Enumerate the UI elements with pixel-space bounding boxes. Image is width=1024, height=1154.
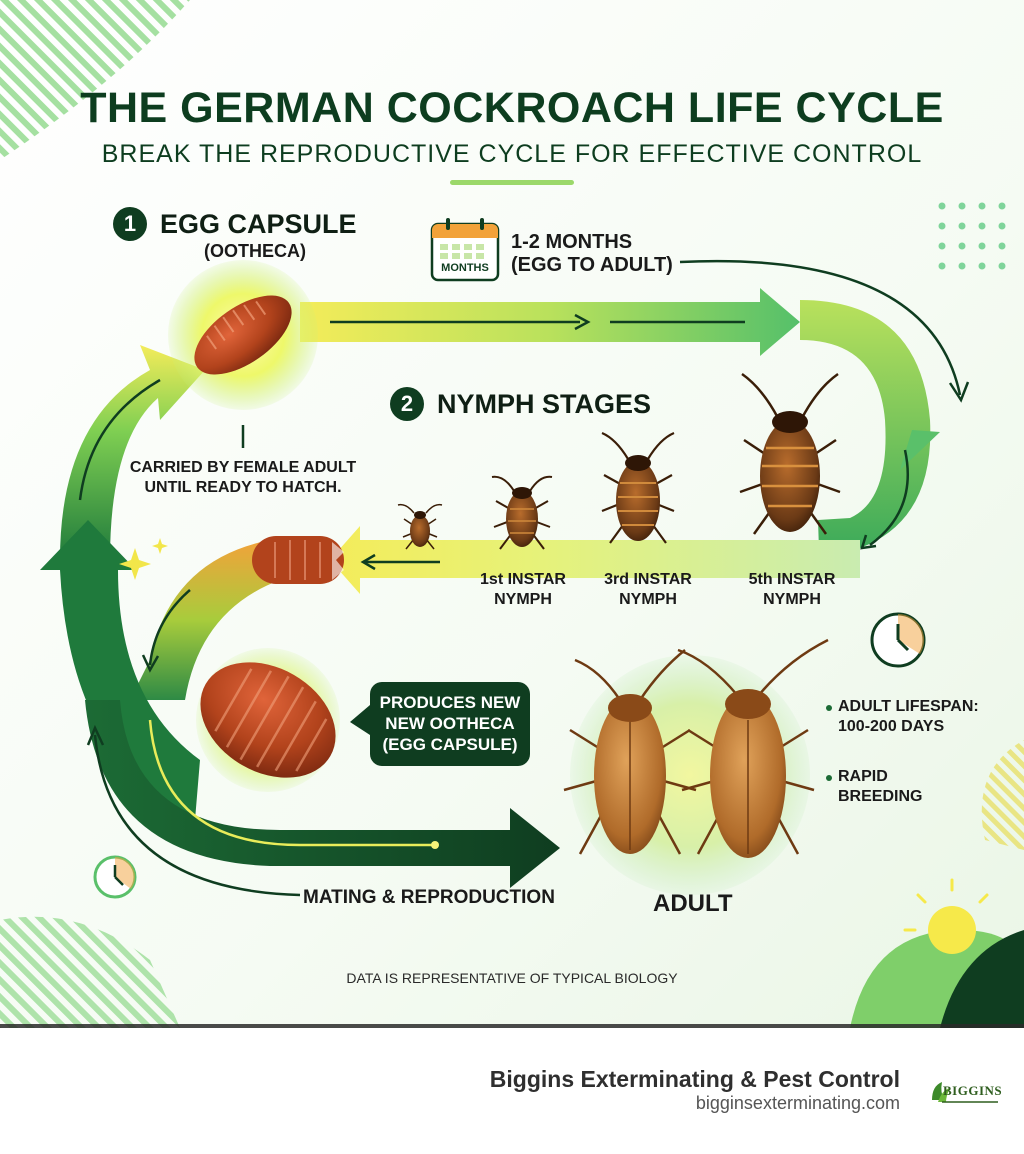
duration-note: (EGG TO ADULT) xyxy=(511,254,673,276)
adult-fact-1-line1: ADULT LIFESPAN: xyxy=(838,698,979,715)
duration-value: 1-2 MONTHS xyxy=(511,231,633,253)
adult-cockroach-icon xyxy=(563,649,697,855)
arrow-right-arc xyxy=(800,300,931,580)
adult-fact-2-line2: BREEDING xyxy=(838,788,923,805)
adult-fact-1-line2: 100-200 DAYS xyxy=(838,718,945,735)
page-subtitle: BREAK THE REPRODUCTIVE CYCLE FOR EFFECTI… xyxy=(101,140,923,168)
bullet-dot xyxy=(826,705,832,711)
nymph-3rd-instar-icon xyxy=(601,431,675,544)
sparkle-decoration xyxy=(119,538,168,580)
hatching-egg-icon xyxy=(252,536,344,584)
calendar-icon xyxy=(430,218,500,282)
arrow-to-adult xyxy=(85,700,560,888)
stage1-note-line1: CARRIED BY FEMALE ADULT xyxy=(129,459,357,476)
calendar-label: MONTHS xyxy=(441,262,489,274)
disclaimer: DATA IS REPRESENTATIVE OF TYPICAL BIOLOG… xyxy=(346,970,678,986)
nymph-5-label-line2: NYMPH xyxy=(763,591,821,608)
nymph-1-label-line2: NYMPH xyxy=(494,591,552,608)
company-name: Biggins Exterminating & Pest Control xyxy=(489,1066,900,1092)
produces-line3: (EGG CAPSULE) xyxy=(382,735,518,754)
nymph-1st-instar-icon xyxy=(491,475,553,550)
nymph-5th-instar-icon xyxy=(739,372,841,535)
stage-number-badge-1: 1 xyxy=(113,207,147,241)
stage1-subtitle: (OOTHECA) xyxy=(204,241,306,261)
nymph-5-label-line1: 5th INSTAR xyxy=(748,571,836,588)
stage1-note-line2: UNTIL READY TO HATCH. xyxy=(144,479,342,496)
stage-number-badge-2: 2 xyxy=(390,387,424,421)
produces-line1: PRODUCES NEW xyxy=(379,693,521,712)
produces-ootheca-callout: PRODUCES NEW NEW OOTHECA (EGG CAPSULE) xyxy=(370,682,530,766)
arrow-left-return xyxy=(40,520,200,820)
sun-decoration xyxy=(928,906,976,954)
new-ootheca-icon xyxy=(200,662,336,778)
adult-label: ADULT xyxy=(653,890,733,917)
bullet-dot xyxy=(826,775,832,781)
company-logo-icon xyxy=(932,1082,998,1103)
arrow-orange-arc xyxy=(130,540,280,700)
dot-grid-decoration xyxy=(938,202,1006,270)
clock-icon xyxy=(870,612,926,668)
stage1-title: EGG CAPSULE xyxy=(160,209,357,239)
nymph-3-label-line2: NYMPH xyxy=(619,591,677,608)
nymph-tiny-icon xyxy=(397,503,443,550)
produces-callout-text: PRODUCES NEW NEW OOTHECA (EGG CAPSULE) xyxy=(370,692,530,755)
company-url[interactable]: bigginsexterminating.com xyxy=(695,1093,900,1113)
clock-icon-small xyxy=(93,855,137,899)
page-title: THE GERMAN COCKROACH LIFE CYCLE xyxy=(80,84,944,132)
life-cycle-diagram xyxy=(0,0,1024,1028)
egg-capsule-icon xyxy=(194,295,292,375)
company-logo-text: BIGGINS xyxy=(943,1083,1003,1098)
footer xyxy=(0,1028,1024,1154)
nymph-3-label-line1: 3rd INSTAR xyxy=(604,571,692,588)
stage2-title: NYMPH STAGES xyxy=(437,389,652,419)
nymph-1-label-line1: 1st INSTAR xyxy=(480,571,566,588)
mating-label: MATING & REPRODUCTION xyxy=(303,887,555,908)
arrow-nymph-progression xyxy=(330,526,860,594)
produces-line2: NEW OOTHECA xyxy=(385,714,515,733)
arrow-left-arc xyxy=(60,345,205,560)
title-underline xyxy=(450,180,574,185)
adult-cockroach-icon-2 xyxy=(677,638,829,858)
adult-fact-2-line1: RAPID xyxy=(838,768,888,785)
